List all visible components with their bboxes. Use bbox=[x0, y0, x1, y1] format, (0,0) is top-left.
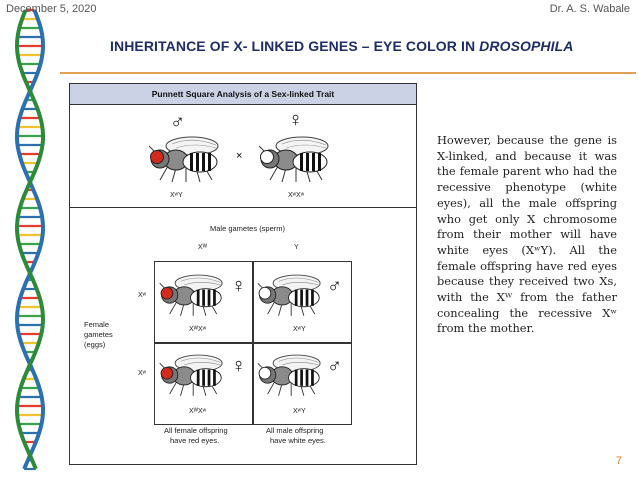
dna-helix-icon bbox=[14, 8, 46, 471]
caption-left-line1: All female offspring bbox=[164, 426, 228, 435]
figure-title: Punnett Square Analysis of a Sex-linked … bbox=[70, 84, 416, 105]
male-gamete-y: Y bbox=[294, 244, 299, 251]
caption-right-line1: All male offspring bbox=[266, 426, 324, 435]
fruit-fly-icon bbox=[159, 274, 223, 316]
caption-right-line2: have white eyes. bbox=[270, 436, 326, 445]
female-symbol: ♀ bbox=[288, 109, 303, 131]
punnett-grid: ♀ XᵂXʷ ♂ XʷY ♀ XᵂXʷ ♂ XʷY bbox=[154, 261, 352, 425]
offspring-genotype-bl: XᵂXʷ bbox=[189, 408, 207, 415]
page-number: 7 bbox=[615, 455, 622, 467]
male-symbol: ♂ bbox=[327, 275, 342, 297]
male-symbol: ♂ bbox=[170, 111, 185, 133]
offspring-genotype-tl: XᵂXʷ bbox=[189, 326, 207, 333]
female-gamete-2: Xʷ bbox=[138, 370, 147, 377]
male-gamete-x: Xᵂ bbox=[198, 244, 208, 251]
cross-sign: × bbox=[236, 150, 243, 162]
female-gametes-label-1: Female bbox=[84, 320, 110, 329]
fruit-fly-icon bbox=[148, 136, 219, 183]
slide-title: INHERITANCE OF X- LINKED GENES – EYE COL… bbox=[110, 38, 574, 54]
offspring-genotype-br: XʷY bbox=[293, 408, 306, 415]
fruit-fly-icon bbox=[159, 354, 223, 396]
slide-date: December 5, 2020 bbox=[6, 3, 97, 15]
grid-divider-horizontal bbox=[155, 342, 351, 344]
explanation-paragraph: However, because the gene is X-linked, a… bbox=[437, 133, 617, 336]
slide-author: Dr. A. S. Wabale bbox=[549, 3, 630, 15]
parent-male-genotype: XʷY bbox=[170, 192, 183, 199]
parent-female-genotype: XʷXʷ bbox=[288, 192, 305, 199]
fruit-fly-icon bbox=[258, 136, 329, 183]
female-symbol: ♀ bbox=[231, 275, 246, 297]
female-gametes-label-3: (eggs) bbox=[84, 340, 106, 349]
slide-title-italic: DROSOPHILA bbox=[479, 38, 574, 54]
male-gametes-label: Male gametes (sperm) bbox=[210, 224, 286, 233]
fruit-fly-icon bbox=[257, 274, 321, 316]
male-symbol: ♂ bbox=[327, 355, 342, 377]
caption-left-line2: have red eyes. bbox=[170, 436, 220, 445]
fruit-fly-icon bbox=[257, 354, 321, 396]
slide-title-main: INHERITANCE OF X- LINKED GENES – EYE COL… bbox=[110, 38, 480, 54]
female-gamete-1: Xʷ bbox=[138, 292, 147, 299]
offspring-genotype-tr: XʷY bbox=[293, 326, 306, 333]
female-symbol: ♀ bbox=[231, 355, 246, 377]
figure-divider bbox=[70, 207, 416, 208]
punnett-square-figure: Punnett Square Analysis of a Sex-linked … bbox=[69, 83, 417, 465]
female-gametes-label-2: gametes bbox=[84, 330, 113, 339]
title-underline bbox=[60, 72, 636, 74]
